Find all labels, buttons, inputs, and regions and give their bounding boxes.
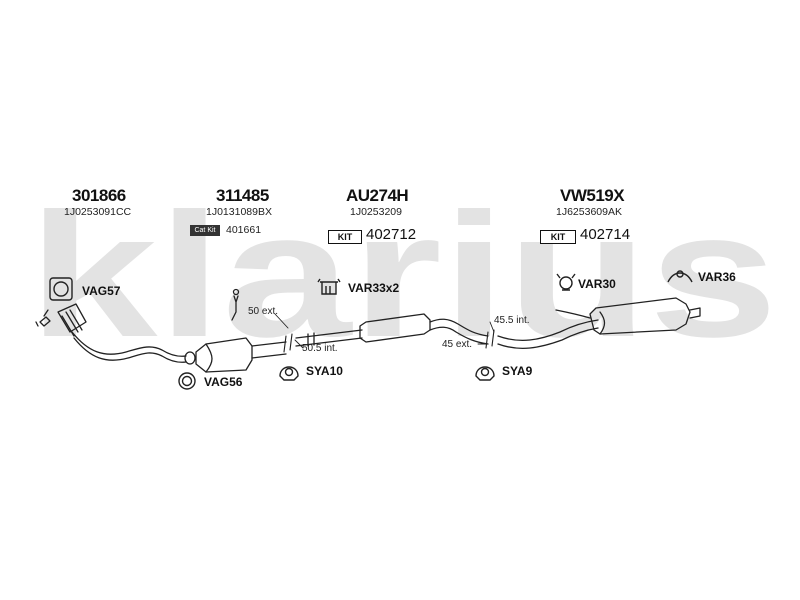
clamp-var33-icon (317, 278, 341, 295)
dimension-leaders (274, 313, 495, 349)
catalyst-311485 (184, 288, 287, 373)
dimension-45-5-int: 45.5 int. (494, 315, 530, 326)
part-number-311485: 311485 (216, 186, 269, 205)
kit-number-1: 402712 (366, 226, 417, 243)
mount-sya9-icon (475, 366, 495, 381)
joint-marks (283, 329, 495, 353)
cat-kit-badge: Cat Kit (190, 225, 220, 236)
label-var33: VAR33x2 (348, 281, 400, 295)
oem-number-4: 1J6253609AK (556, 206, 622, 218)
part-number-au274h: AU274H (346, 186, 409, 205)
part-number-vw519x: VW519X (560, 186, 625, 205)
label-var36: VAR36 (698, 270, 736, 284)
centre-section-au274h (295, 313, 489, 347)
label-sya10: SYA10 (306, 364, 343, 378)
cat-kit-number: 401661 (226, 224, 262, 236)
front-pipe-301866 (35, 303, 187, 363)
bracket-var36-icon (667, 270, 693, 283)
oem-number-3: 1J0253209 (350, 206, 402, 218)
label-vag57: VAG57 (82, 284, 121, 298)
ring-vag56-icon (178, 372, 196, 390)
kit-badge-2: KIT (540, 230, 576, 244)
label-var30: VAR30 (578, 277, 616, 291)
rear-section-vw519x (497, 297, 701, 349)
kit-badge-1: KIT (328, 230, 362, 244)
klarius-watermark: klarius (28, 208, 778, 343)
gasket-vag57-icon (49, 277, 73, 301)
hanger-var30-icon (556, 273, 576, 291)
dimension-50-5-int: 50.5 int. (302, 343, 338, 354)
label-sya9: SYA9 (502, 364, 533, 378)
part-number-301866: 301866 (72, 186, 126, 205)
watermark-text: klarius (28, 208, 778, 343)
kit-number-2: 402714 (580, 226, 631, 243)
dimension-50-ext: 50 ext. (248, 306, 279, 317)
mount-sya10-icon (279, 366, 299, 381)
dimension-45-ext: 45 ext. (442, 339, 473, 350)
label-vag56: VAG56 (204, 375, 243, 389)
oem-number-2: 1J0131089BX (206, 206, 272, 218)
oem-number-1: 1J0253091CC (64, 206, 132, 218)
